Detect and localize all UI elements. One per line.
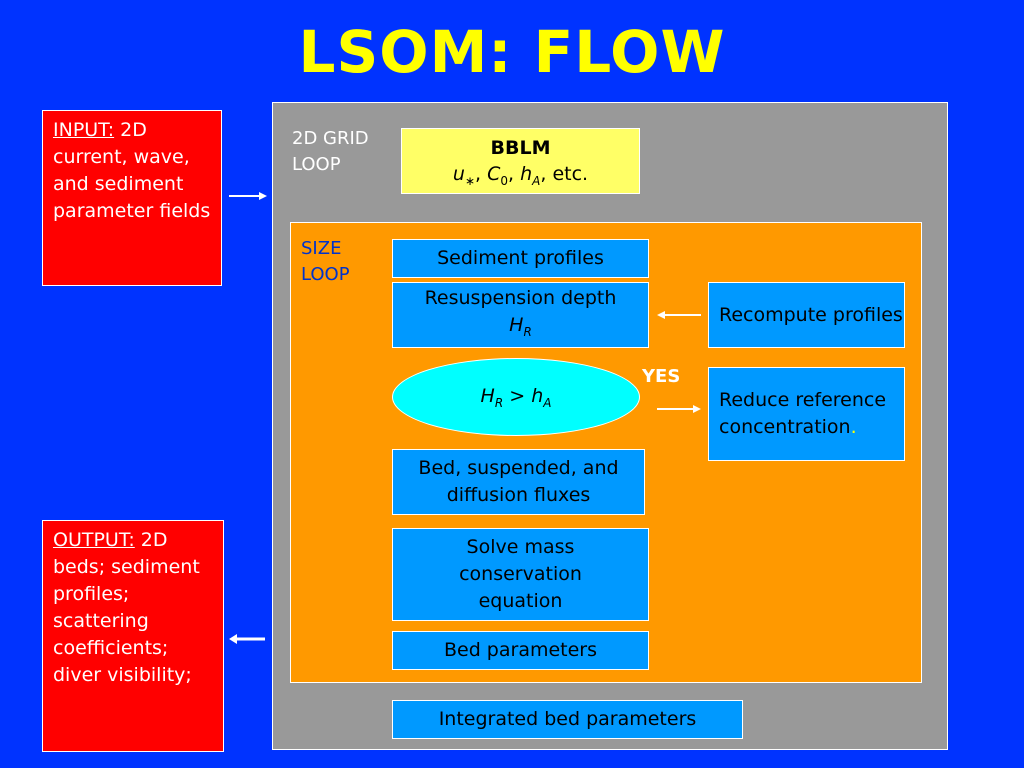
resuspension-subscript: R	[523, 324, 532, 339]
yes-label: YES	[642, 366, 681, 387]
yes-arrow	[657, 405, 701, 413]
output-box: OUTPUT: 2D beds; sediment profiles; scat…	[42, 520, 224, 752]
output-arrow	[229, 634, 265, 644]
condition-ellipse: HR > hA	[392, 358, 640, 436]
size-loop-line2: LOOP	[301, 264, 350, 285]
bblm-h: h	[520, 163, 533, 185]
mass-conservation-box: Solve mass conservation equation	[392, 528, 649, 621]
reduce-period: .	[850, 416, 857, 438]
bblm-c: C	[487, 163, 501, 185]
output-text: 2D beds; sediment profiles; scattering c…	[53, 529, 200, 686]
resuspension-text: Resuspension depth	[424, 286, 617, 309]
reduce-text: Reduce reference concentration	[719, 389, 887, 438]
sediment-profiles-box: Sediment profiles	[392, 239, 649, 278]
input-arrow	[229, 192, 267, 200]
condition-lhs: H	[480, 384, 495, 407]
recompute-arrow	[657, 311, 701, 319]
bblm-h-sub: A	[532, 173, 541, 188]
bblm-u: u	[452, 163, 465, 185]
bblm-title: BBLM	[490, 137, 551, 159]
size-loop-label: SIZE LOOP	[301, 236, 350, 288]
recompute-text: Recompute profiles	[719, 303, 903, 326]
recompute-box: Recompute profiles	[708, 282, 905, 348]
bed-parameters-box: Bed parameters	[392, 631, 649, 670]
resuspension-box: Resuspension depth HR	[392, 282, 649, 348]
bblm-rest: , etc.	[540, 163, 589, 185]
input-text: 2D current, wave, and sediment parameter…	[53, 119, 211, 222]
reduce-box: Reduce reference concentration.	[708, 367, 905, 461]
input-label: INPUT:	[53, 119, 115, 141]
fluxes-text: Bed, suspended, and diffusion fluxes	[418, 457, 619, 506]
sediment-profiles-text: Sediment profiles	[437, 247, 604, 269]
grid-loop-label: 2D GRID LOOP	[292, 126, 369, 178]
bblm-box: BBLM u∗, C0, hA, etc.	[401, 128, 640, 194]
condition-rhs-sub: A	[543, 395, 552, 410]
bblm-u-sub: ∗	[464, 173, 475, 188]
condition-rhs: h	[531, 384, 544, 407]
mass-conservation-text: Solve mass conservation equation	[459, 536, 582, 612]
input-box: INPUT: 2D current, wave, and sediment pa…	[42, 110, 222, 286]
page-title: LSOM: FLOW	[298, 18, 726, 86]
bblm-c-sub: 0	[500, 173, 509, 188]
integrated-bed-parameters-text: Integrated bed parameters	[438, 708, 697, 730]
grid-loop-line1: 2D GRID	[292, 128, 369, 149]
resuspension-symbol: H	[509, 313, 524, 336]
size-loop-line1: SIZE	[301, 238, 342, 259]
fluxes-box: Bed, suspended, and diffusion fluxes	[392, 449, 645, 515]
output-label: OUTPUT:	[53, 529, 135, 551]
grid-loop-line2: LOOP	[292, 154, 341, 175]
integrated-bed-parameters-box: Integrated bed parameters	[392, 700, 743, 739]
condition-op: >	[503, 384, 532, 407]
condition-lhs-sub: R	[494, 395, 504, 410]
bed-parameters-text: Bed parameters	[443, 639, 598, 661]
bblm-params: u∗, C0, hA, etc.	[452, 163, 589, 188]
